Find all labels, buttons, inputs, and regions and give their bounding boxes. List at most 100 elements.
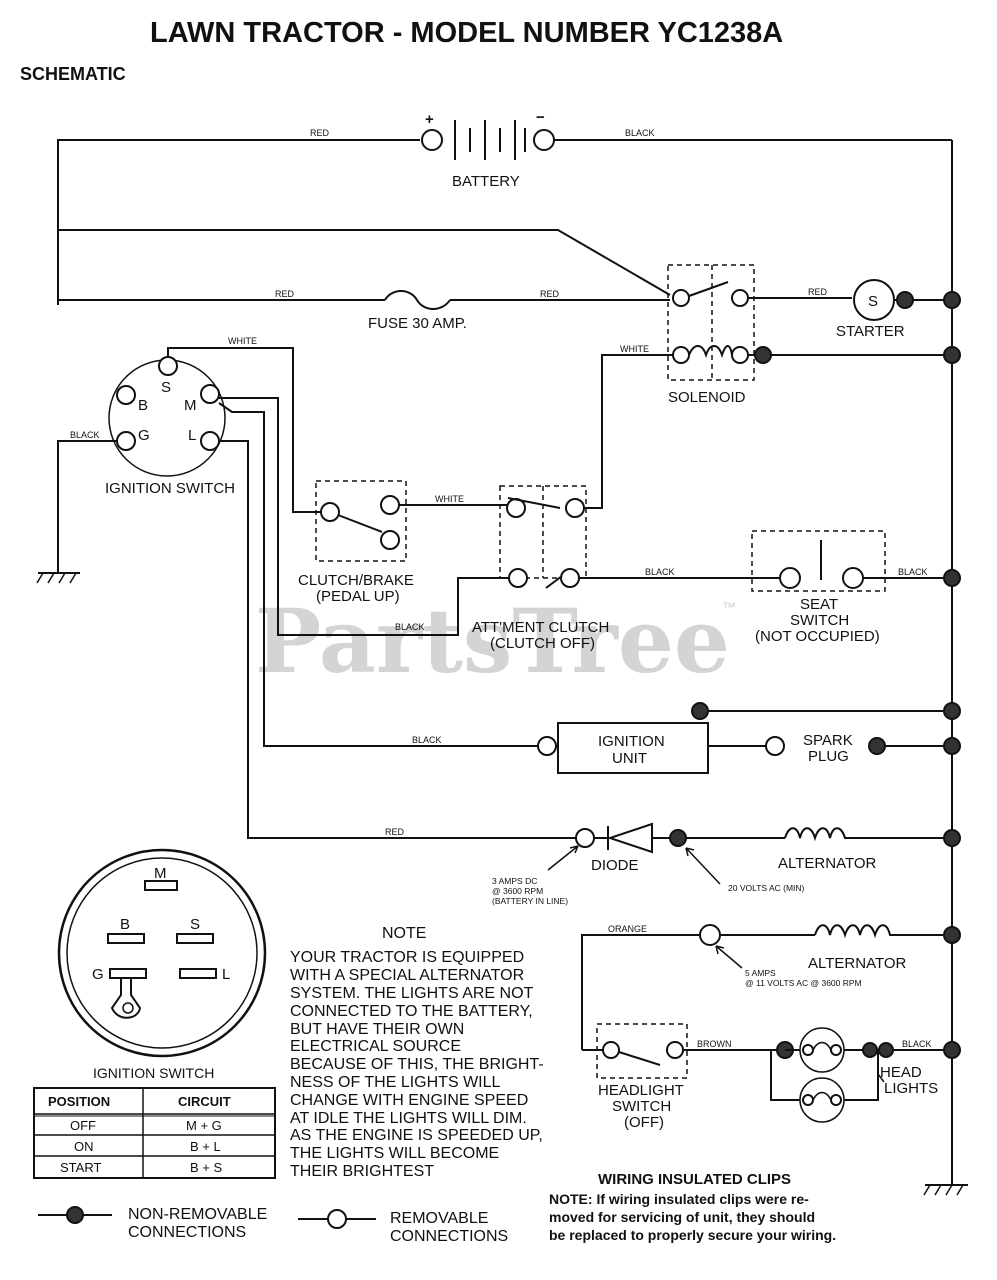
ground-symbol-left (36, 572, 80, 584)
alternator-2-terminal (699, 924, 721, 946)
wire-label-red-battery: RED (310, 128, 330, 138)
diode-label: DIODE (591, 857, 639, 874)
diode-rating-3: (BATTERY IN LINE) (492, 896, 568, 906)
bus-node-seat (943, 569, 961, 587)
wire-label-black-ignition-unit: BLACK (412, 735, 442, 745)
terminal-label-l: L (188, 427, 196, 444)
clutch-brake-label-1: CLUTCH/BRAKE (298, 572, 414, 589)
diode-output-connection (669, 829, 687, 847)
table-cell: START (60, 1160, 101, 1175)
attachment-contact-bottom (545, 575, 563, 589)
headlight-switch-label-1: HEADLIGHT (598, 1082, 684, 1099)
note-line: THE LIGHTS WILL BECOME (290, 1145, 499, 1162)
wire-label-black-seat-ground: BLACK (898, 567, 928, 577)
detail-blade-b (107, 933, 145, 944)
table-cell: B + L (190, 1139, 221, 1154)
wire-label-black-clutch: BLACK (395, 622, 425, 632)
position-table (33, 1087, 276, 1179)
note-line: NESS OF THE LIGHTS WILL (290, 1074, 501, 1091)
clips-line: be replaced to properly secure your wiri… (549, 1227, 836, 1243)
ignition-g-ground-wire (57, 440, 117, 573)
note-line: AT IDLE THE LIGHTS WILL DIM. (290, 1110, 527, 1127)
seat-terminal-1 (779, 567, 801, 589)
ignition-unit-ground-connection (691, 702, 709, 720)
clips-line: moved for servicing of unit, they should (549, 1209, 815, 1225)
terminal-label-b: B (138, 397, 148, 414)
note-line: BECAUSE OF THIS, THE BRIGHT- (290, 1056, 544, 1073)
wire-label-brown: BROWN (697, 1039, 732, 1049)
ignition-terminal-l (200, 431, 220, 451)
clips-line: NOTE: If wiring insulated clips were re- (549, 1191, 809, 1207)
wire-label-black-seat: BLACK (645, 567, 675, 577)
solenoid-coil-terminal-1 (672, 346, 690, 364)
headlight-switch-terminal-2 (666, 1041, 684, 1059)
ignition-unit-label-1: IGNITION (598, 733, 665, 750)
wire-label-red-starter: RED (808, 287, 828, 297)
headlight-switch-contact (618, 1051, 661, 1066)
alternator-2-orange-wire (581, 934, 700, 1050)
terminal-label-m: M (184, 397, 197, 414)
spark-plug-label-2: PLUG (808, 748, 849, 765)
headlight-ground-connection-2 (878, 1042, 894, 1058)
wire-label-red-diode: RED (385, 827, 405, 837)
headlight-switch-terminal-1 (602, 1041, 620, 1059)
ignition-l-red-wire (219, 440, 576, 839)
note-line: THEIR BRIGHTEST (290, 1163, 434, 1180)
solenoid-terminal-1 (672, 289, 690, 307)
note-line: CHANGE WITH ENGINE SPEED (290, 1092, 528, 1109)
ignition-terminal-m (200, 384, 220, 404)
detail-switch-label: IGNITION SWITCH (93, 1065, 214, 1081)
ground-symbol-right (923, 1184, 968, 1196)
diode-input-terminal (575, 828, 595, 848)
battery-negative-terminal (533, 129, 555, 151)
watermark-tm: ™ (722, 599, 736, 615)
clips-heading: WIRING INSULATED CLIPS (598, 1171, 791, 1188)
page-title: LAWN TRACTOR - MODEL NUMBER YC1238A (150, 17, 783, 49)
legend-non-removable-1: NON-REMOVABLE (128, 1206, 267, 1223)
fuse-label: FUSE 30 AMP. (368, 315, 467, 332)
spark-plug-ground (868, 737, 886, 755)
solenoid-label: SOLENOID (668, 389, 746, 406)
detail-blade-m (144, 880, 178, 891)
alternator-1-rating-arrow (685, 847, 721, 885)
headlight-switch-label-3: (OFF) (624, 1114, 664, 1131)
battery-negative-sign: − (536, 109, 545, 126)
headlight-ground-connection-1 (862, 1042, 878, 1058)
wire-label-white-ignition: WHITE (228, 336, 257, 346)
alternator-2-rating-arrow (715, 945, 743, 969)
table-header-circuit: CIRCUIT (178, 1094, 231, 1109)
ignition-switch-label: IGNITION SWITCH (105, 480, 235, 497)
note-heading: NOTE (382, 925, 426, 942)
ignition-terminal-g (116, 431, 136, 451)
bus-node-alternator-1 (943, 829, 961, 847)
battery-positive-terminal (421, 129, 443, 151)
attachment-terminal-4 (560, 568, 580, 588)
headlight-bulb-1 (799, 1027, 845, 1073)
diode-rating-2: @ 3600 RPM (492, 886, 543, 896)
solenoid-coil (688, 345, 733, 359)
terminal-label-s: S (161, 379, 171, 396)
wire-label-white-solenoid: WHITE (620, 344, 649, 354)
starter-connection (896, 291, 914, 309)
ignition-s-white-wire (167, 347, 330, 513)
solenoid-box (667, 264, 755, 381)
starter-label: STARTER (836, 323, 905, 340)
clutch-brake-box (315, 480, 407, 562)
attachment-contact-top (507, 497, 561, 509)
attachment-terminal-2 (565, 498, 585, 518)
solenoid-contact (688, 281, 729, 297)
alternator-2-rating-1: 5 AMPS (745, 968, 776, 978)
bus-node-headlights (943, 1041, 961, 1059)
alternator-2-label: ALTERNATOR (808, 955, 907, 972)
table-cell: OFF (70, 1118, 96, 1133)
attachment-clutch-label-1: ATT'MENT CLUTCH (472, 619, 609, 636)
solenoid-terminal-2 (731, 289, 749, 307)
battery-to-solenoid-wire (58, 229, 671, 296)
seat-switch-label-2: SWITCH (790, 612, 849, 629)
wire-label-black-headlights: BLACK (902, 1039, 932, 1049)
detail-label-l: L (222, 966, 230, 983)
solenoid-ground-connection (754, 346, 772, 364)
legend-removable-2: CONNECTIONS (390, 1228, 508, 1245)
wire-label-black-battery: BLACK (625, 128, 655, 138)
